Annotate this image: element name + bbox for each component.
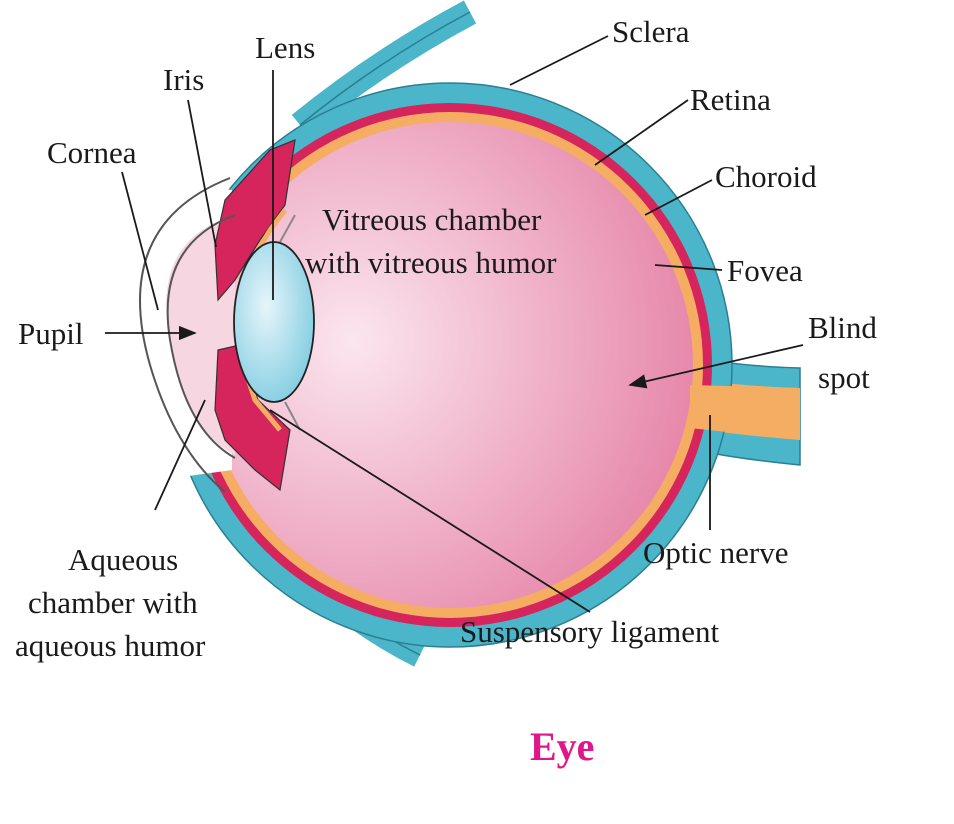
label-retina: Retina: [690, 82, 771, 117]
diagram-title: Eye: [530, 724, 594, 769]
label-iris: Iris: [163, 62, 204, 97]
iris-leader: [187, 99, 217, 248]
fovea-leader: [654, 264, 723, 271]
lens: [233, 241, 315, 403]
blind-spot-arrow: [628, 344, 804, 389]
label-aqueous-3: aqueous humor: [15, 628, 206, 663]
label-fovea: Fovea: [727, 253, 803, 288]
label-blind-spot-2: spot: [818, 360, 870, 395]
suspensory-leader: [269, 409, 591, 613]
label-aqueous-2: chamber with: [28, 585, 198, 620]
label-sclera: Sclera: [612, 14, 690, 49]
label-pupil: Pupil: [18, 316, 83, 351]
cornea-leader: [121, 171, 159, 311]
label-aqueous: Aqueous: [68, 542, 178, 577]
label-cornea: Cornea: [47, 135, 137, 170]
aqueous-leader: [154, 399, 206, 511]
label-lens: Lens: [255, 30, 315, 65]
label-choroid: Choroid: [715, 159, 817, 194]
vitreous-chamber: [207, 122, 693, 608]
sclera-leader: [509, 35, 609, 86]
label-suspensory-ligament: Suspensory ligament: [460, 614, 720, 649]
label-vitreous: Vitreous chamber: [322, 202, 542, 237]
label-vitreous-2: with vitreous humor: [305, 245, 557, 280]
choroid-leader: [644, 179, 713, 216]
upper-eye-muscle: [291, 0, 477, 136]
retina-leader: [594, 99, 689, 166]
iris-upper: [214, 139, 296, 302]
label-optic-nerve: Optic nerve: [643, 535, 788, 570]
label-blind-spot: Blind: [808, 310, 877, 345]
cornea: [139, 177, 231, 493]
